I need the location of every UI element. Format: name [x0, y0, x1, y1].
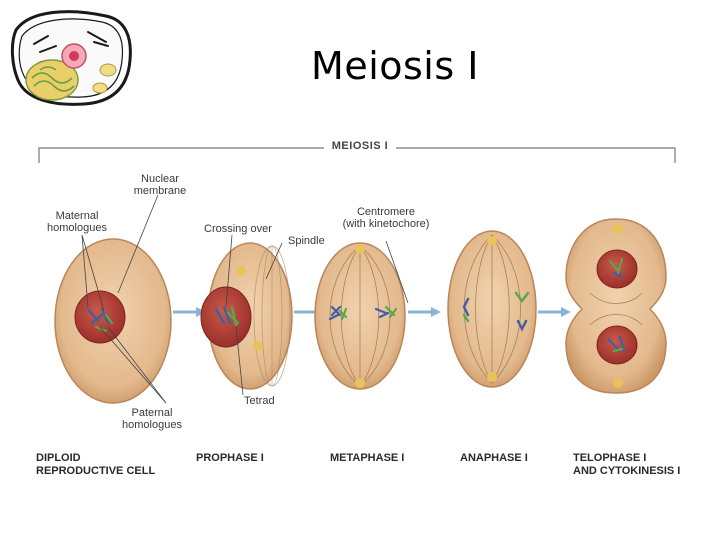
slide-title: Meiosis I [311, 44, 479, 88]
callout-maternal-homologues: Maternal homologues [40, 210, 114, 234]
leader-lines [81, 194, 409, 404]
cell-clipart-icon [10, 10, 132, 106]
stage-label-anaphase: ANAPHASE I [460, 452, 528, 465]
callout-nuclear-membrane-line1: Nuclear [141, 173, 179, 185]
callout-nuclear-membrane: Nuclear membrane [130, 173, 190, 197]
stage-label-telophase-line2: AND CYTOKINESIS I [573, 465, 681, 477]
stage-label-prophase-line1: PROPHASE I [196, 452, 264, 464]
callout-paternal-homologues: Paternal homologues [116, 407, 188, 431]
stage-label-prophase: PROPHASE I [196, 452, 264, 465]
callout-paternal-homologues-line1: Paternal [131, 407, 173, 419]
callout-paternal-homologues-line2: homologues [122, 419, 182, 431]
meiosis-diagram: MEIOSIS I Nuclear membrane Maternal homo… [30, 131, 685, 485]
stage-label-metaphase-line1: METAPHASE I [330, 452, 405, 464]
cell-anaphase [447, 230, 537, 388]
callout-centromere-line2: (with kinetochore) [342, 218, 430, 230]
cell-metaphase [314, 242, 406, 390]
callout-maternal-homologues-line1: Maternal [55, 210, 99, 222]
stage-label-telophase-line1: TELOPHASE I [573, 452, 647, 464]
cell-diploid [54, 238, 172, 404]
meiosis-illustration [38, 147, 676, 404]
callout-maternal-homologues-line2: homologues [47, 222, 107, 234]
stage-label-metaphase: METAPHASE I [330, 452, 404, 465]
callout-crossing-over: Crossing over [204, 223, 272, 235]
stage-label-diploid-line1: DIPLOID [36, 452, 81, 464]
stage-label-telophase: TELOPHASE I AND CYTOKINESIS I [573, 452, 680, 478]
stage-label-anaphase-line1: ANAPHASE I [460, 452, 528, 464]
callout-centromere: Centromere (with kinetochore) [338, 206, 434, 230]
stage-label-diploid: DIPLOID REPRODUCTIVE CELL [36, 452, 155, 478]
callout-tetrad: Tetrad [244, 395, 275, 407]
cell-prophase [200, 242, 293, 390]
callout-spindle: Spindle [288, 235, 325, 247]
meiosis-header: MEIOSIS I [324, 140, 396, 152]
stage-label-diploid-line2: REPRODUCTIVE CELL [36, 465, 156, 477]
cell-telophase [565, 218, 667, 394]
callout-nuclear-membrane-line2: membrane [133, 185, 187, 197]
callout-centromere-line1: Centromere [356, 206, 416, 218]
